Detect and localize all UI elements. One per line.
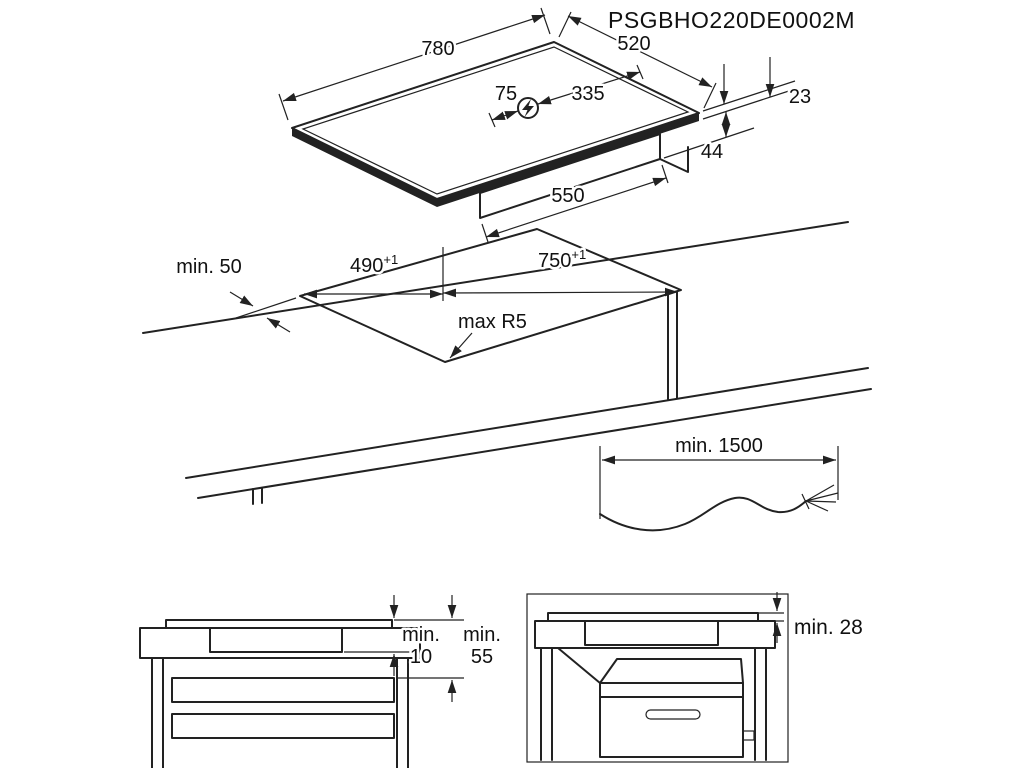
clearance-bottom-value: 55 — [471, 646, 493, 668]
dim-thickness-extensions — [702, 80, 796, 120]
dim-body-height-44: 44 — [663, 112, 755, 166]
dim-body-height-extension — [663, 127, 755, 159]
dim-connection-right-line — [537, 71, 641, 105]
product-code: PSGBHO220DE0002M — [606, 5, 858, 36]
dim-depth-text: 520 — [617, 33, 650, 55]
product-code-text: PSGBHO220DE0002M — [608, 7, 855, 33]
dim-cutout-depth-text: 490+1 — [350, 252, 398, 277]
view-border — [526, 593, 789, 763]
hob-glass-profile-oven — [547, 612, 759, 622]
oven-handle — [645, 709, 701, 720]
worktop-profile-oven — [534, 620, 776, 649]
oven-clearance-text: min. 28 — [794, 616, 863, 639]
dim-body-height-text: 44 — [701, 141, 723, 163]
oven-front — [599, 682, 744, 758]
dim-connection: 75 335 — [488, 64, 644, 128]
hob-body-profile-oven — [584, 620, 719, 646]
drawer-front-upper — [171, 677, 395, 703]
hob-glass-edge — [292, 113, 699, 207]
dim-depth-line — [567, 15, 713, 88]
dim-body-width-text: 550 — [551, 185, 584, 207]
dim-connection-right-text: 335 — [571, 83, 604, 105]
cabinet-side-panels — [252, 291, 678, 505]
side-clearance-view: min. 10 min. 55 — [139, 595, 503, 768]
dim-cutout-size: 490+1 750+1 — [304, 245, 679, 301]
dim-connection-left-text: 75 — [495, 83, 517, 105]
cutout-opening — [299, 228, 682, 363]
hob-glass-profile — [165, 619, 393, 629]
power-cable — [599, 496, 807, 532]
dim-front-clearance-arrow-2 — [266, 317, 291, 333]
oven-installation-view: min. 28 — [526, 592, 865, 763]
dim-cutout-width-text: 750+1 — [538, 247, 586, 272]
dim-front-clearance-arrow-1 — [229, 291, 254, 307]
radius-callout: max R5 — [449, 309, 529, 359]
cable-dim-extensions — [599, 446, 839, 519]
dim-body-width-ticks — [481, 164, 669, 243]
cable-view: min. 1500 — [599, 433, 839, 532]
worktop-edges — [142, 221, 872, 499]
radius-leader-line — [449, 332, 473, 359]
worktop-profile — [139, 627, 421, 659]
clearance-bottom-label: min. — [463, 624, 501, 646]
oven-clearance-extensions — [758, 612, 784, 622]
isometric-view: 780 520 75 335 23 44 — [278, 7, 814, 243]
radius-text: max R5 — [458, 311, 527, 333]
dim-width-text: 780 — [421, 38, 454, 60]
dim-front-clearance: min. 50 — [174, 254, 297, 333]
dim-body-width-550: 550 — [481, 164, 669, 243]
clearance-extension-lines — [344, 619, 464, 679]
cable-wire-ends — [801, 484, 839, 512]
cable-length-text: min. 1500 — [675, 435, 763, 457]
oven-hinge — [742, 730, 755, 741]
cabinet-legs — [151, 657, 409, 768]
clearance-top-value: 10 — [410, 646, 432, 668]
dim-width-780: 780 — [278, 7, 551, 121]
hob-body-profile — [209, 627, 343, 653]
oven-top — [557, 647, 744, 684]
dim-thickness-23: 23 — [702, 57, 814, 120]
drawer-front-lower — [171, 713, 395, 739]
clearance-top-label: min. — [402, 624, 440, 646]
dim-front-clearance-text: min. 50 — [176, 256, 242, 278]
dim-cutout-width-line — [442, 287, 679, 298]
dim-front-clearance-extension — [235, 297, 297, 319]
dim-thickness-text: 23 — [789, 86, 811, 108]
dim-body-width-line — [485, 177, 667, 238]
dim-depth-520: 520 — [558, 11, 717, 109]
dim-width-extensions — [278, 7, 551, 121]
lightning-bolt-icon — [522, 99, 534, 117]
dim-width-line — [282, 14, 546, 102]
cabinet-sides-oven — [540, 647, 767, 761]
worktop-cutout-view: min. 50 490+1 750+1 max R5 — [142, 221, 872, 505]
hob-body-side — [659, 146, 689, 173]
dim-connection-left-line — [491, 110, 519, 121]
